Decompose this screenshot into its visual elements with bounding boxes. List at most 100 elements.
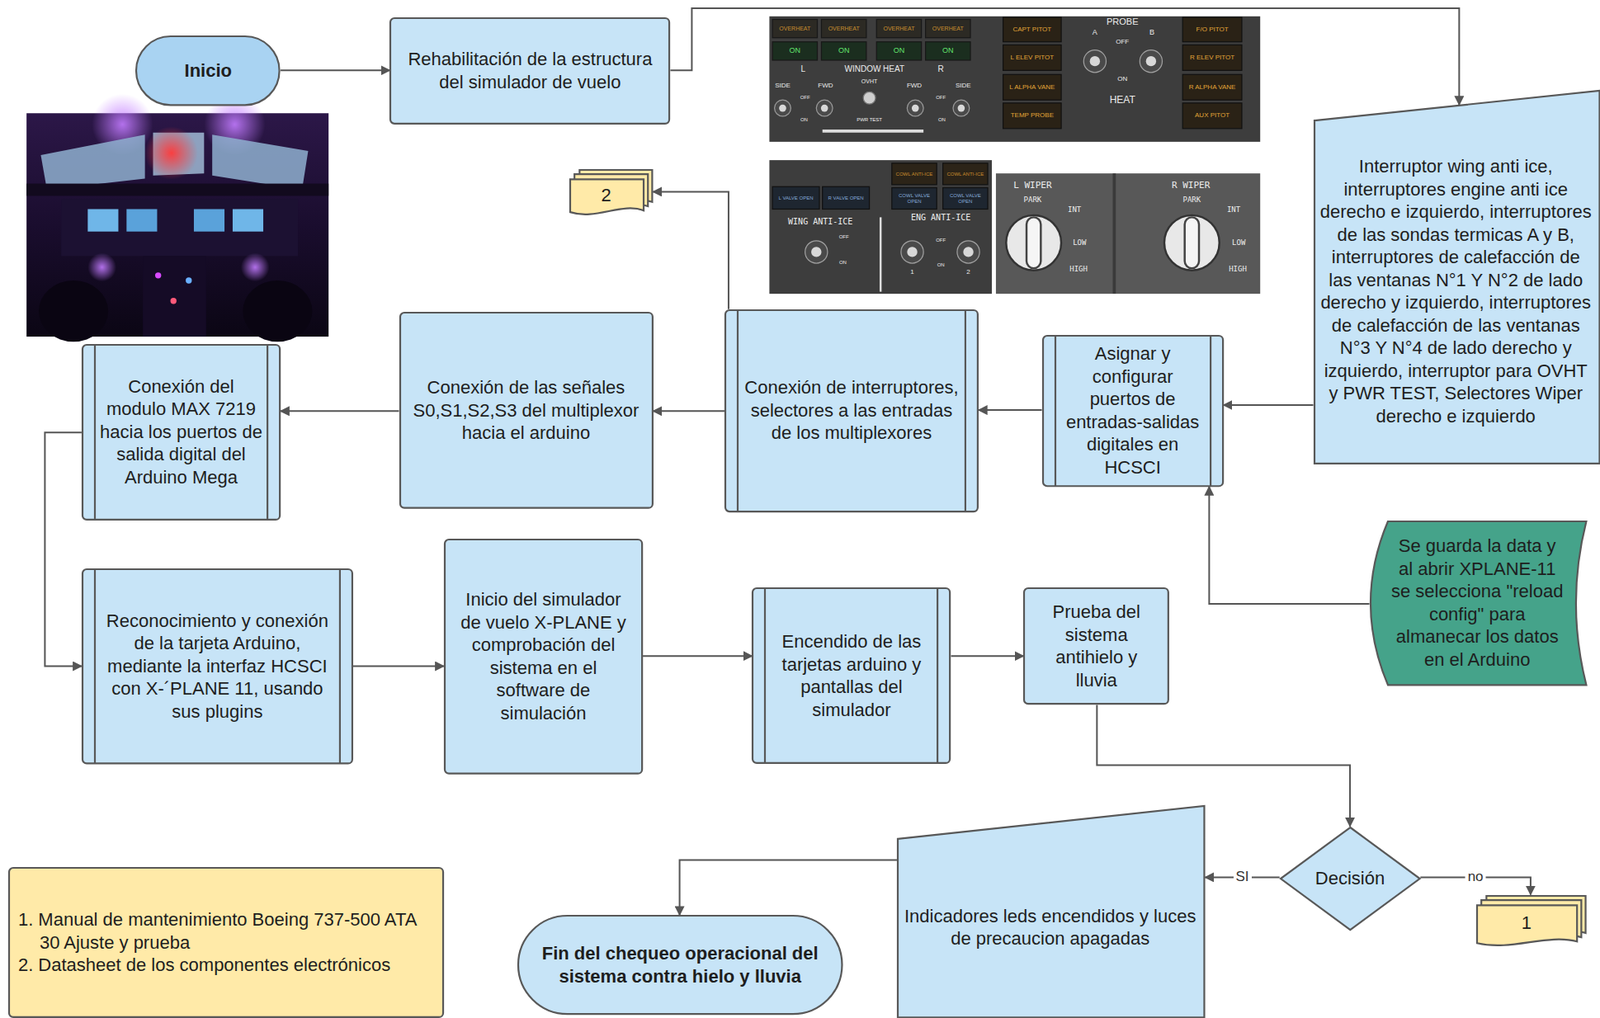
process-box: Prueba del sistema antihielo y lluvia: [1023, 587, 1170, 705]
panel-label: OFF: [833, 232, 855, 242]
cockpit-photo-part: [87, 208, 118, 232]
overhead-panel-part: [778, 104, 787, 113]
overhead-panel-part: [821, 18, 866, 38]
node-shape: [751, 587, 951, 765]
node-outline: [390, 18, 670, 124]
panel-label: ON: [876, 42, 921, 61]
node-outline: [936, 588, 939, 764]
overhead-panel-part: [925, 18, 971, 38]
node-outline: [9, 868, 444, 1018]
cockpit-photo-part: [87, 253, 117, 283]
cockpit-photo-part: [126, 208, 157, 232]
overhead-panel-part: [925, 42, 971, 61]
node-shape: [569, 169, 653, 218]
panel-label: INT: [1220, 203, 1247, 217]
anti-ice-panel-part: [957, 240, 980, 264]
panel-label: F/O PITOT: [1182, 17, 1242, 43]
overhead-panel-part: [1003, 44, 1062, 71]
anti-ice-panel-part: [772, 186, 820, 209]
panel-label: OFF: [930, 93, 952, 103]
node-outline: [725, 310, 978, 512]
overhead-panel-part: [1090, 56, 1100, 67]
overhead-panel-part: [1139, 50, 1162, 73]
node-text: Inicio: [153, 59, 263, 83]
panel-label: FWD: [813, 80, 839, 93]
manual-input: Indicadores leds encendidos y luces de p…: [896, 805, 1205, 1018]
document-stack: 1: [1476, 895, 1587, 949]
overhead-panel-part: [876, 18, 921, 38]
panel-label: L VALVE OPEN: [772, 186, 820, 209]
node-outline: [94, 344, 96, 520]
node-outline: [400, 312, 653, 509]
cockpit-photo-part: [240, 253, 270, 283]
cockpit-photo-part: [145, 126, 199, 180]
node-outline: [764, 588, 766, 764]
panel-label: WINDOW HEAT: [828, 63, 921, 76]
overhead-panel: [769, 16, 1261, 142]
panel-label: OFF: [1109, 37, 1135, 48]
node-text: Conexión de interruptores, selectores a …: [742, 376, 961, 445]
wiper-panel: [995, 173, 1261, 294]
node-outline: [1314, 90, 1600, 464]
overhead-panel-part: [958, 104, 966, 113]
node-outline: [1024, 588, 1169, 704]
connector: [642, 655, 752, 657]
panel-label: ON: [932, 115, 951, 125]
process-box: Inicio del simulador de vuelo X-PLANE y …: [443, 538, 643, 775]
overhead-panel-part: [1182, 17, 1242, 43]
text-wrap: 2: [571, 184, 642, 208]
panel-label: ON: [1112, 74, 1133, 85]
overhead-panel-part: [911, 104, 920, 113]
reference-note: 1. Manual de mantenimiento Boeing 737-50…: [8, 867, 444, 1018]
decision-diamond: Decisión: [1279, 826, 1421, 931]
panel-label: HEAT: [1099, 91, 1145, 109]
text-wrap: 1. Manual de mantenimiento Boeing 737-50…: [18, 908, 435, 977]
panel-label: OVERHEAT: [925, 18, 971, 38]
connector: [1223, 404, 1314, 406]
predefined-process: Conexión de interruptores, selectores a …: [724, 309, 979, 513]
wiper-panel-part: [995, 173, 1261, 294]
node-text: Inicio del simulador de vuelo X-PLANE y …: [453, 588, 633, 725]
overhead-panel-part: [876, 42, 921, 61]
text-wrap: Conexión del modulo MAX 7219 hacia los p…: [99, 375, 263, 490]
document-stack: 2: [569, 169, 653, 218]
anti-ice-panel-part: [892, 188, 937, 210]
cockpit-photo-part: [38, 280, 109, 342]
cockpit-photo-part: [185, 277, 192, 284]
panel-label: L ELEV PITOT: [1003, 44, 1062, 71]
panel-label: OVERHEAT: [876, 18, 921, 38]
connector: [280, 410, 399, 412]
panel-label: L: [796, 63, 811, 76]
panel-label: ON: [931, 259, 950, 270]
overhead-panel-part: [1146, 56, 1157, 67]
wiper-panel-part: [1005, 215, 1062, 271]
node-text: Indicadores leds encendidos y luces de p…: [903, 905, 1197, 951]
node-text: Encendido de las tarjetas arduino y pant…: [769, 630, 933, 722]
panel-label: ON: [794, 115, 813, 125]
process-box: Conexión de las señales S0,S1,S2,S3 del …: [399, 311, 654, 510]
cockpit-photo-part: [232, 208, 264, 232]
overhead-panel-part: [821, 104, 829, 113]
panel-label: CAPT PITOT: [1003, 17, 1062, 43]
cockpit-photo-part: [242, 280, 312, 342]
panel-label: LOW: [1064, 236, 1095, 250]
text-wrap: Conexión de interruptores, selectores a …: [742, 376, 961, 445]
node-text: Rehabilitación de la estructura del simu…: [399, 47, 661, 94]
wiper-panel-part: [1113, 173, 1117, 294]
overhead-panel-part: [772, 18, 817, 38]
node-shape: [389, 17, 671, 125]
node-text: Reconocimiento y conexión de la tarjeta …: [99, 609, 336, 724]
overhead-panel-part: [772, 42, 817, 61]
connector: [951, 655, 1025, 657]
connector: [280, 69, 390, 71]
connector: [1208, 486, 1369, 605]
predefined-process: Reconocimiento y conexión de la tarjeta …: [81, 568, 354, 765]
panel-label: COWL ANTI-ICE: [892, 163, 937, 185]
connector: [652, 410, 725, 412]
panel-label: B: [1144, 27, 1159, 39]
node-outline: [1043, 335, 1223, 487]
cockpit-photo-part: [61, 198, 298, 256]
manual-input: Interruptor wing anti ice, interruptores…: [1313, 89, 1600, 465]
overhead-panel-part: [863, 91, 876, 104]
cockpit-photo: [26, 94, 329, 342]
